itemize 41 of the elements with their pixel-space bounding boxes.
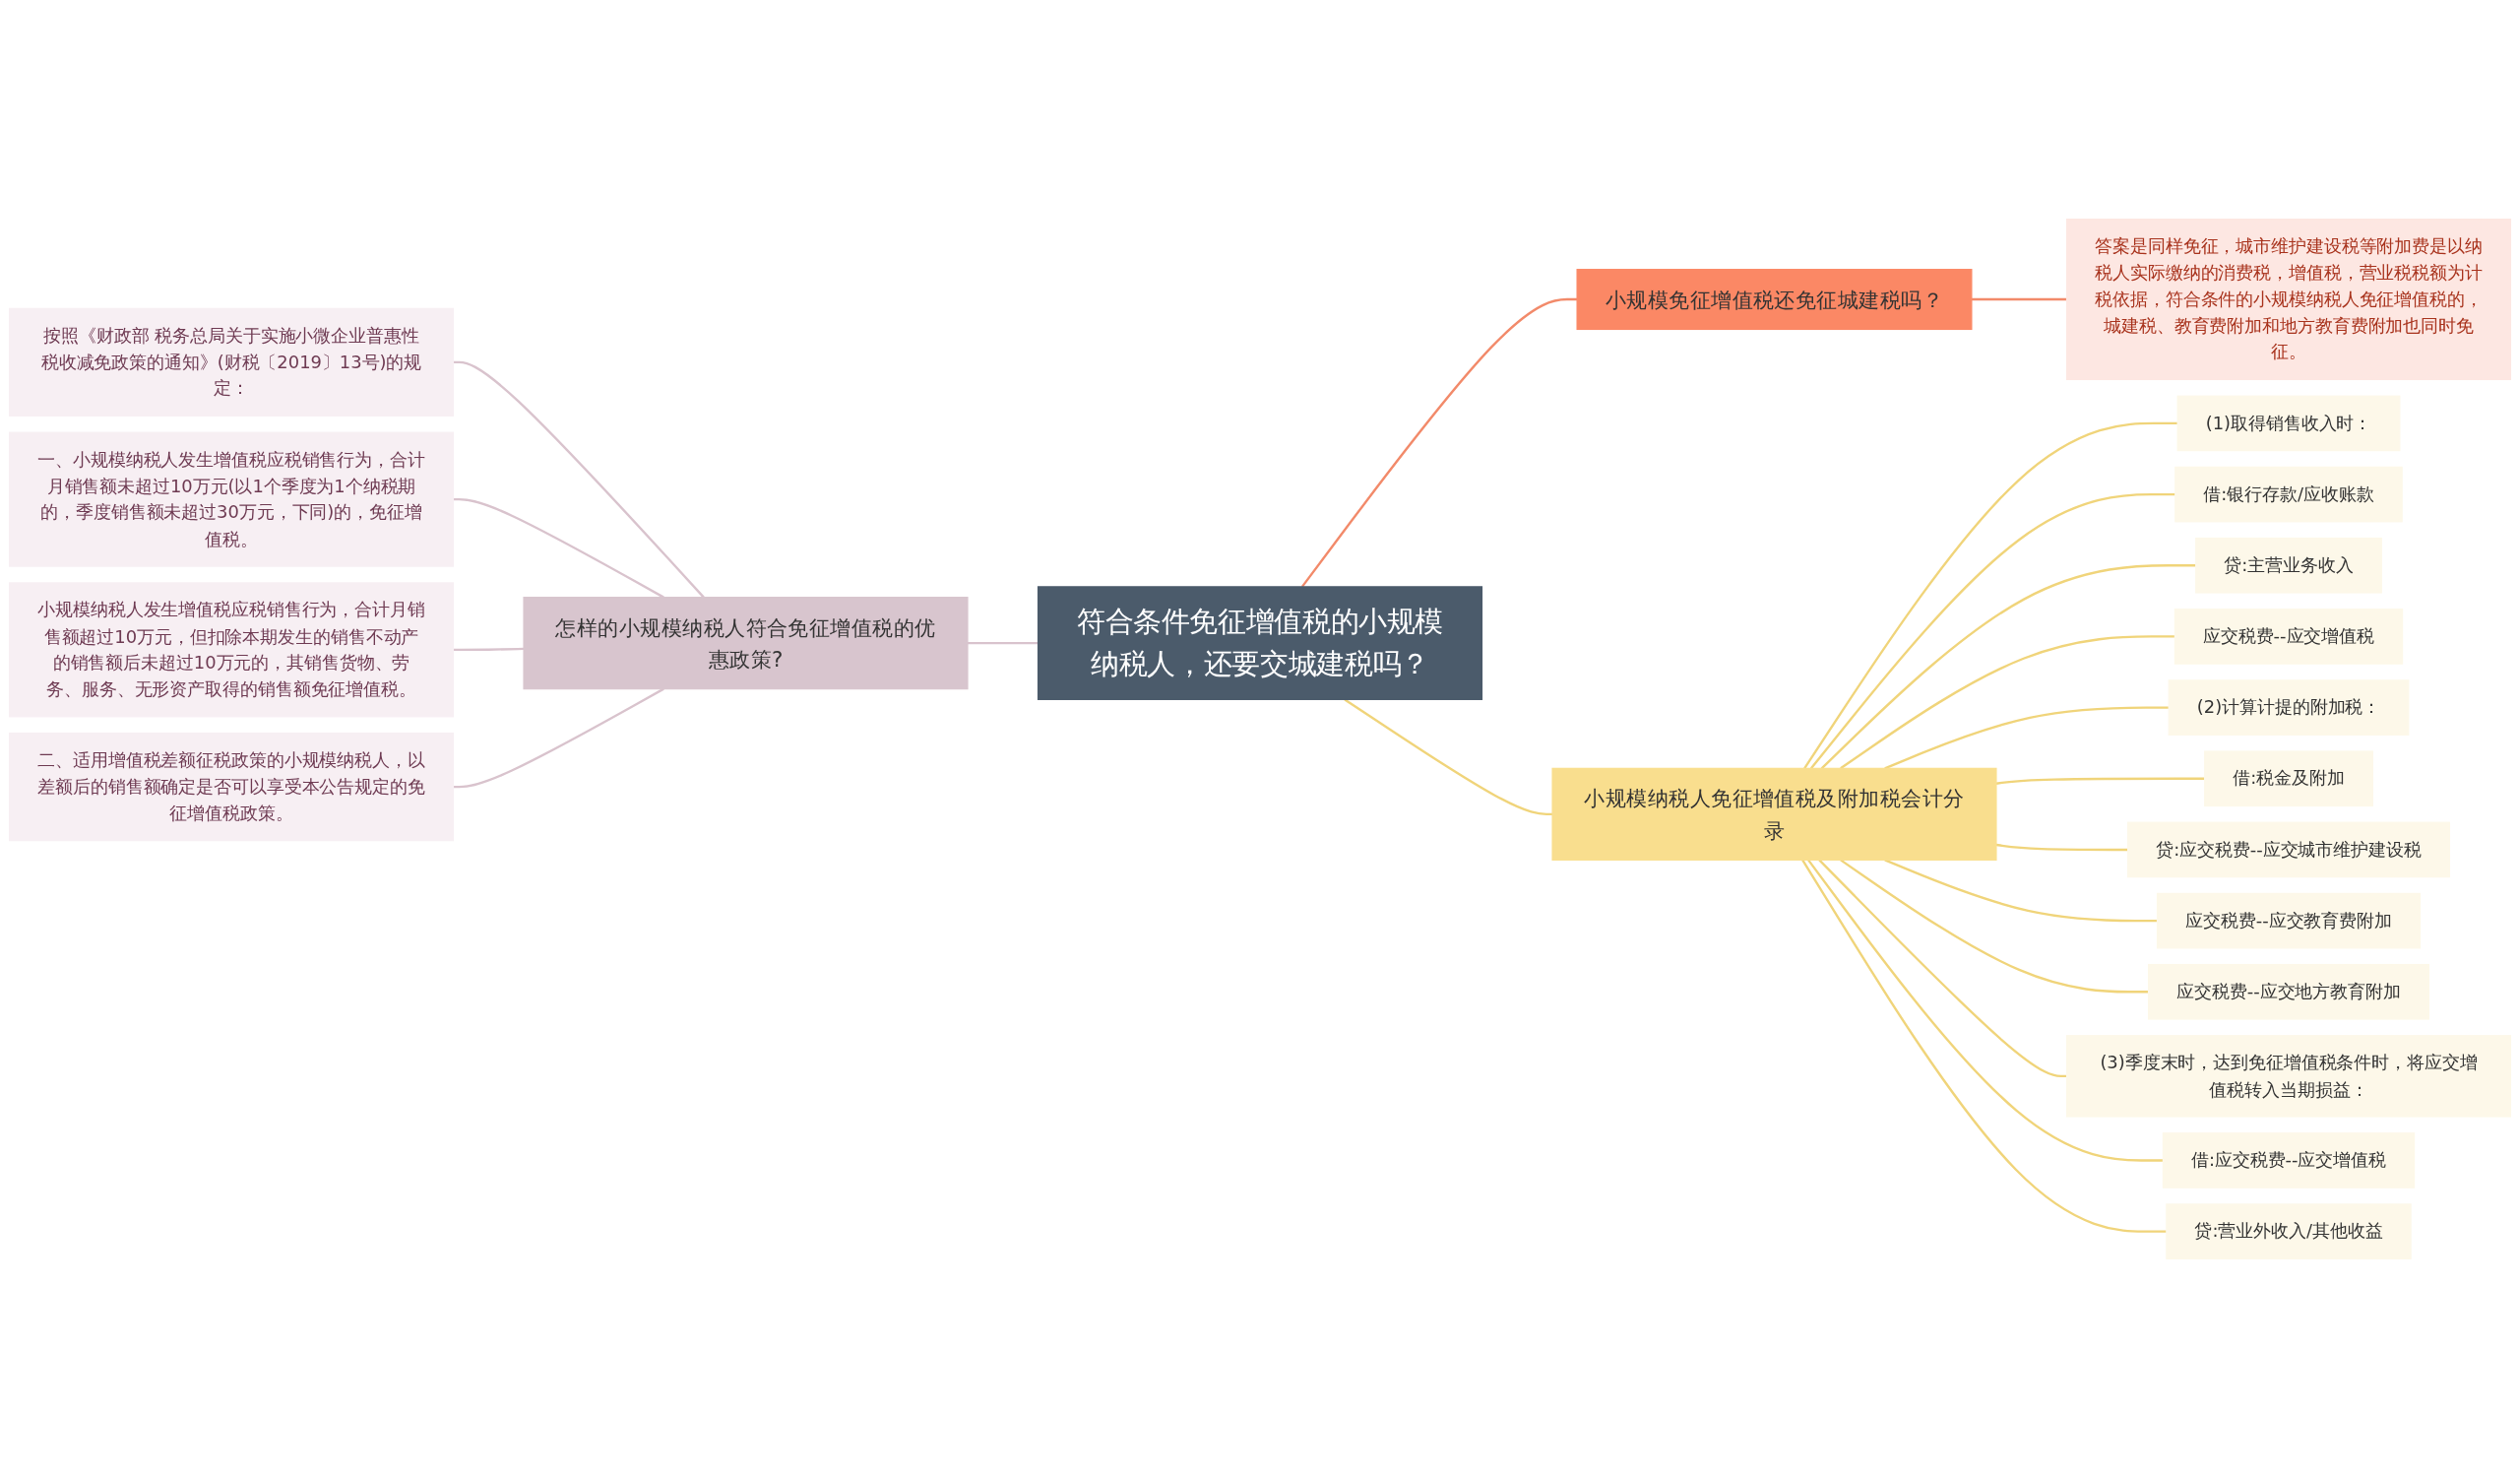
connector: [1971, 297, 2067, 301]
connector: [1818, 859, 2067, 1078]
node-box: 小规模纳税人免征增值税及附加税会计分录: [1551, 767, 1997, 861]
connector: [1801, 859, 2167, 1233]
node-box: 应交税费--应交地方教育附加: [2147, 963, 2430, 1020]
node-box: (2)计算计提的附加税：: [2168, 679, 2410, 736]
connector: [967, 641, 1039, 645]
node-box: 应交税费--应交增值税: [2174, 609, 2404, 665]
connector: [1300, 297, 1578, 588]
connector: [453, 687, 664, 789]
connector: [453, 360, 705, 599]
connector: [1884, 859, 2158, 923]
connector: [1884, 706, 2170, 770]
node-box: 贷:应交税费--应交城市维护建设税: [2127, 821, 2450, 878]
node-box: 借:税金及附加: [2204, 750, 2373, 807]
node-box: 小规模纳税人发生增值税应税销售行为，合计月销售额超过10万元，但扣除本期发生的销售不动产的销售额后未超过10万元的，其销售货物、劳务、服务、无形资产取得的销售额免征增值税。: [8, 582, 455, 718]
connector: [1344, 698, 1553, 816]
connector: [453, 647, 525, 652]
node-box: 应交税费--应交教育费附加: [2156, 892, 2422, 949]
connector: [1807, 859, 2164, 1162]
node-box: (3)季度末时，达到免征增值税条件时，将应交增值税转入当期损益：: [2065, 1035, 2512, 1118]
connector: [1840, 859, 2149, 994]
connector: [1995, 777, 2205, 785]
node-box: 符合条件免征增值税的小规模纳税人，还要交城建税吗？: [1037, 586, 1483, 700]
node-box: 答案是同样免征，城市维护建设税等附加费是以纳税人实际缴纳的消费税，增值税，营业税税额为计税依据，符合条件的小规模纳税人免征增值税的，城建税、教育费附加和地方教育费附加也同时免征。: [2065, 219, 2512, 381]
node-box: 借:银行存款/应收账款: [2174, 466, 2403, 523]
connector: [1810, 492, 2175, 770]
node-box: 二、适用增值税差额征税政策的小规模纳税人，以差额后的销售额确定是否可以享受本公告规定的免征增值税政策。: [8, 732, 455, 842]
connector: [453, 497, 664, 599]
node-box: 按照《财政部 税务总局关于实施小微企业普惠性税收减免政策的通知》(财税〔2019〕13号)的规定：: [8, 307, 455, 418]
node-box: 小规模免征增值税还免征城建税吗？: [1576, 269, 1973, 331]
node-box: 怎样的小规模纳税人符合免征增值税的优惠政策?: [523, 597, 969, 690]
connector: [1820, 564, 2196, 770]
connector: [1995, 843, 2128, 852]
connector: [1803, 421, 2178, 769]
node-box: 贷:营业外收入/其他收益: [2166, 1203, 2412, 1259]
connector: [1840, 635, 2175, 770]
node-box: 一、小规模纳税人发生增值税应税销售行为，合计月销售额未超过10万元(以1个季度为1个纳税期的，季度销售额未超过30万元，下同)的，免征增值税。: [8, 431, 455, 567]
node-box: 借:应交税费--应交增值税: [2162, 1132, 2416, 1189]
node-box: 贷:主营业务收入: [2195, 537, 2382, 594]
node-box: (1)取得销售收入时：: [2176, 395, 2401, 452]
